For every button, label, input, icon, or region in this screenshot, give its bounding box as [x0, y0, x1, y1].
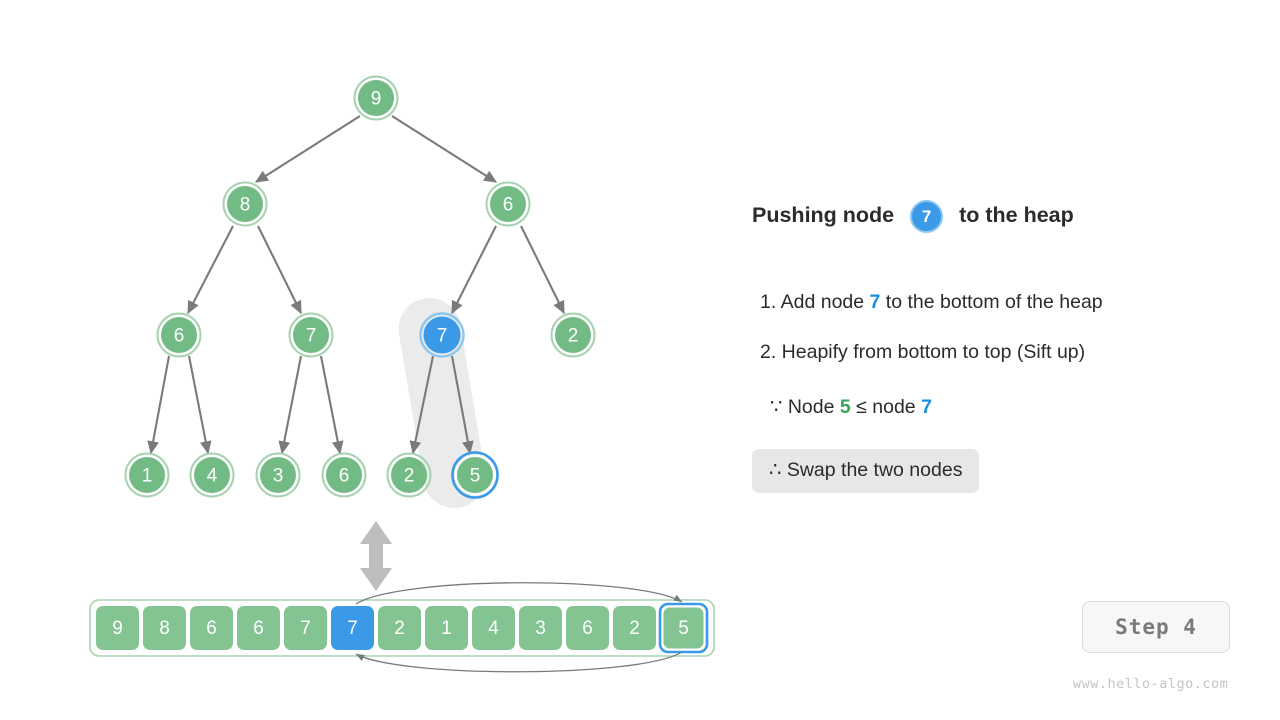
tree-node-2-l2d[interactable]: 2 — [550, 312, 596, 358]
array-cell-11[interactable]: 2 — [613, 606, 656, 650]
tree-node-2-leaf[interactable]: 2 — [386, 452, 432, 498]
array-cell-label: 6 — [206, 618, 217, 639]
tree-node-label: 4 — [207, 466, 218, 487]
panel-reason-operator: ≤ node — [850, 396, 922, 418]
watermark: www.hello-algo.com — [1073, 676, 1229, 692]
array-cell-label: 9 — [112, 618, 123, 639]
array-cell-label: 8 — [159, 618, 170, 639]
tree-edges — [147, 115, 565, 455]
panel-conclusion: ∴ Swap the two nodes — [752, 449, 980, 493]
tree-array-link-arrow — [360, 521, 392, 591]
tree-node-label: 2 — [568, 326, 579, 347]
tree-node-1[interactable]: 1 — [124, 452, 170, 498]
panel-reason-right-value: 7 — [921, 396, 932, 418]
edge-6-7active — [451, 225, 497, 315]
tree-node-6-right[interactable]: 6 — [485, 181, 531, 227]
edge-6-4 — [187, 355, 212, 455]
panel-step-1-node: 7 — [869, 291, 881, 313]
array-container — [89, 599, 715, 657]
tree-node-label: 1 — [142, 466, 153, 487]
swap-arc-top — [355, 582, 683, 605]
array-cell-5-active[interactable]: 7 — [331, 606, 374, 650]
panel-step-2: 2. Heapify from bottom to top (Sift up) — [760, 341, 1086, 363]
array-cell-2[interactable]: 6 — [190, 606, 233, 650]
tree-node-6-l2a[interactable]: 6 — [156, 312, 202, 358]
tree-node-6-leaf[interactable]: 6 — [321, 452, 367, 498]
tree-node-8[interactable]: 8 — [222, 181, 268, 227]
array-cell-12-ringed[interactable]: 5 — [658, 602, 709, 654]
tree-node-label: 8 — [240, 195, 251, 216]
step-badge: Step 4 — [1082, 601, 1230, 653]
tree-node-5-ringed[interactable]: 5 — [451, 451, 499, 499]
panel-title-node-badge: 7 — [910, 199, 944, 233]
tree-node-9[interactable]: 9 — [353, 75, 399, 121]
panel-reason-left-value: 5 — [839, 396, 851, 418]
edge-8-7 — [257, 225, 302, 315]
tree-node-label: 6 — [174, 326, 185, 347]
array-cell-6[interactable]: 2 — [378, 606, 421, 650]
edge-9-6 — [391, 115, 498, 183]
array-cell-label: 3 — [535, 618, 546, 639]
array-cell-4[interactable]: 7 — [284, 606, 327, 650]
edge-6-2 — [520, 225, 565, 315]
explanation-panel: Pushing node 7 to the heap 1. Add node 7… — [752, 196, 1222, 493]
tree-node-label: 7 — [306, 326, 317, 347]
array-cell-label: 7 — [300, 618, 311, 639]
edge-7-6 — [319, 355, 344, 455]
array-cell-label: 2 — [629, 618, 640, 639]
array-cell-0[interactable]: 9 — [96, 606, 139, 650]
tree-node-label: 6 — [503, 195, 514, 216]
tree-node-7-l2b[interactable]: 7 — [288, 312, 334, 358]
edge-6-1 — [147, 355, 171, 455]
array-cell-label: 5 — [678, 618, 689, 639]
panel-step-1: 1. Add node 7 to the bottom of the heap — [760, 291, 1103, 314]
array-cell-10[interactable]: 6 — [566, 606, 609, 650]
tree-node-3[interactable]: 3 — [255, 452, 301, 498]
tree-node-label: 9 — [371, 89, 382, 110]
array-swap-arc — [355, 582, 683, 673]
panel-step-1-prefix: 1. Add node — [760, 291, 870, 313]
array-cell-7[interactable]: 1 — [425, 606, 468, 650]
panel-reason-prefix: ∵ Node — [770, 396, 840, 418]
edge-7-3 — [278, 355, 303, 455]
array-cell-1[interactable]: 8 — [143, 606, 186, 650]
tree-node-4[interactable]: 4 — [189, 452, 235, 498]
edge-7active-5 — [450, 355, 474, 455]
array-cell-label: 4 — [488, 618, 499, 639]
panel-title: Pushing node 7 to the heap — [752, 196, 1222, 236]
array-cell-9[interactable]: 3 — [519, 606, 562, 650]
edge-9-8 — [254, 115, 361, 183]
array-cell-8[interactable]: 4 — [472, 606, 515, 650]
tree-node-label: 2 — [404, 466, 415, 487]
panel-reason: ∵ Node 5 ≤ node 7 — [770, 395, 932, 419]
array-cell-label: 1 — [441, 618, 452, 639]
panel-step-1-suffix: to the bottom of the heap — [880, 291, 1103, 313]
tree-node-label: 7 — [437, 326, 448, 347]
edge-8-6 — [187, 225, 234, 315]
tree-node-label: 3 — [273, 466, 284, 487]
panel-title-prefix: Pushing node — [752, 203, 901, 228]
array-cell-label: 7 — [347, 618, 358, 639]
panel-title-suffix: to the heap — [953, 203, 1074, 228]
tree-node-7-active[interactable]: 7 — [419, 312, 465, 358]
array-cell-3[interactable]: 6 — [237, 606, 280, 650]
edge-7active-2 — [409, 355, 435, 455]
tree-node-label: 5 — [470, 466, 481, 487]
array-cell-label: 6 — [253, 618, 264, 639]
array-cell-label: 2 — [394, 618, 405, 639]
tree-node-label: 6 — [339, 466, 350, 487]
array-cell-label: 6 — [582, 618, 593, 639]
swap-arc-bottom — [355, 651, 683, 673]
